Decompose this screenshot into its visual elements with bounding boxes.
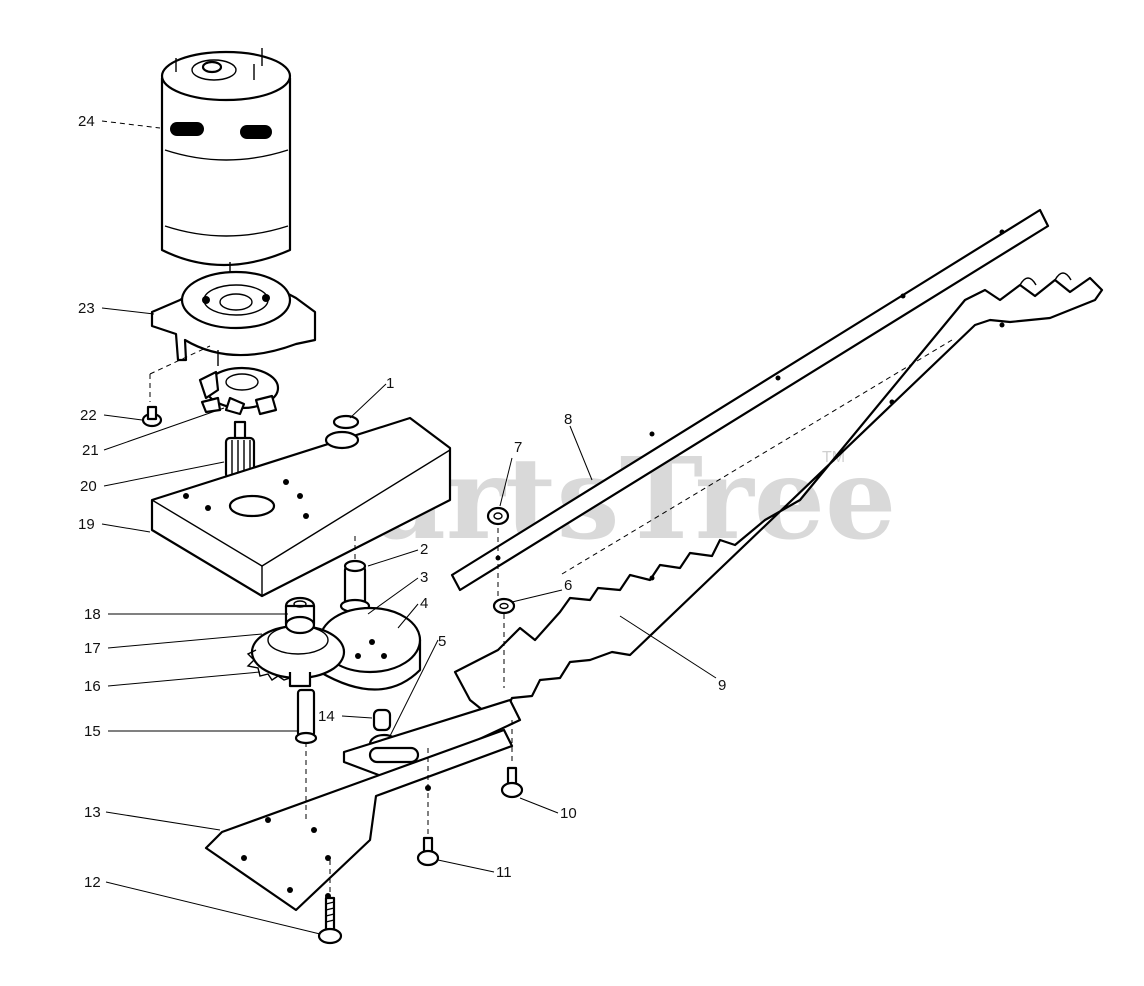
- shaft-2: [339, 559, 371, 614]
- alignment-lines: [149, 339, 953, 896]
- callout-13: 13: [84, 804, 101, 821]
- top-blade-strip: [450, 208, 1050, 592]
- screw-22: [141, 405, 163, 428]
- pinion-gear: [224, 420, 256, 480]
- pin-15: [294, 688, 318, 745]
- nut-7: [486, 506, 510, 526]
- callout-2: 2: [420, 541, 428, 558]
- callout-9: 9: [718, 677, 726, 694]
- motor-mount: [150, 270, 317, 366]
- fan: [198, 366, 280, 416]
- screw-12: [317, 896, 343, 945]
- callout-14: 14: [318, 708, 335, 725]
- gear-hub: [284, 596, 316, 635]
- callout-17: 17: [84, 640, 101, 657]
- pin-14: [372, 708, 392, 732]
- callout-19: 19: [78, 516, 95, 533]
- callout-20: 20: [80, 478, 97, 495]
- slider-plate: [342, 698, 522, 791]
- callout-10: 10: [560, 805, 577, 822]
- callout-4: 4: [420, 595, 428, 612]
- callout-22: 22: [80, 407, 97, 424]
- callout-6: 6: [564, 577, 572, 594]
- lower-blade: [453, 272, 1104, 714]
- callout-8: 8: [564, 411, 572, 428]
- leader-lines: [101, 120, 717, 935]
- callout-12: 12: [84, 874, 101, 891]
- callout-3: 3: [420, 569, 428, 586]
- callout-7: 7: [514, 439, 522, 456]
- callout-15: 15: [84, 723, 101, 740]
- callout-16: 16: [84, 678, 101, 695]
- screw-11: [416, 836, 440, 867]
- base-plate: [204, 728, 514, 912]
- motor: [160, 48, 292, 300]
- callout-18: 18: [84, 606, 101, 623]
- callout-21: 21: [82, 442, 99, 459]
- callout-1: 1: [386, 375, 394, 392]
- callout-5: 5: [438, 633, 446, 650]
- callout-23: 23: [78, 300, 95, 317]
- callout-11: 11: [496, 864, 512, 881]
- callout-24: 24: [78, 113, 95, 130]
- callouts: 24 23 22 21 20 19 1 2 3 4 5 18 17 16 15 …: [78, 113, 726, 891]
- screw-10: [500, 766, 524, 799]
- retaining-clip: [332, 414, 360, 430]
- washer-6: [492, 597, 516, 615]
- gear-housing: [150, 416, 452, 598]
